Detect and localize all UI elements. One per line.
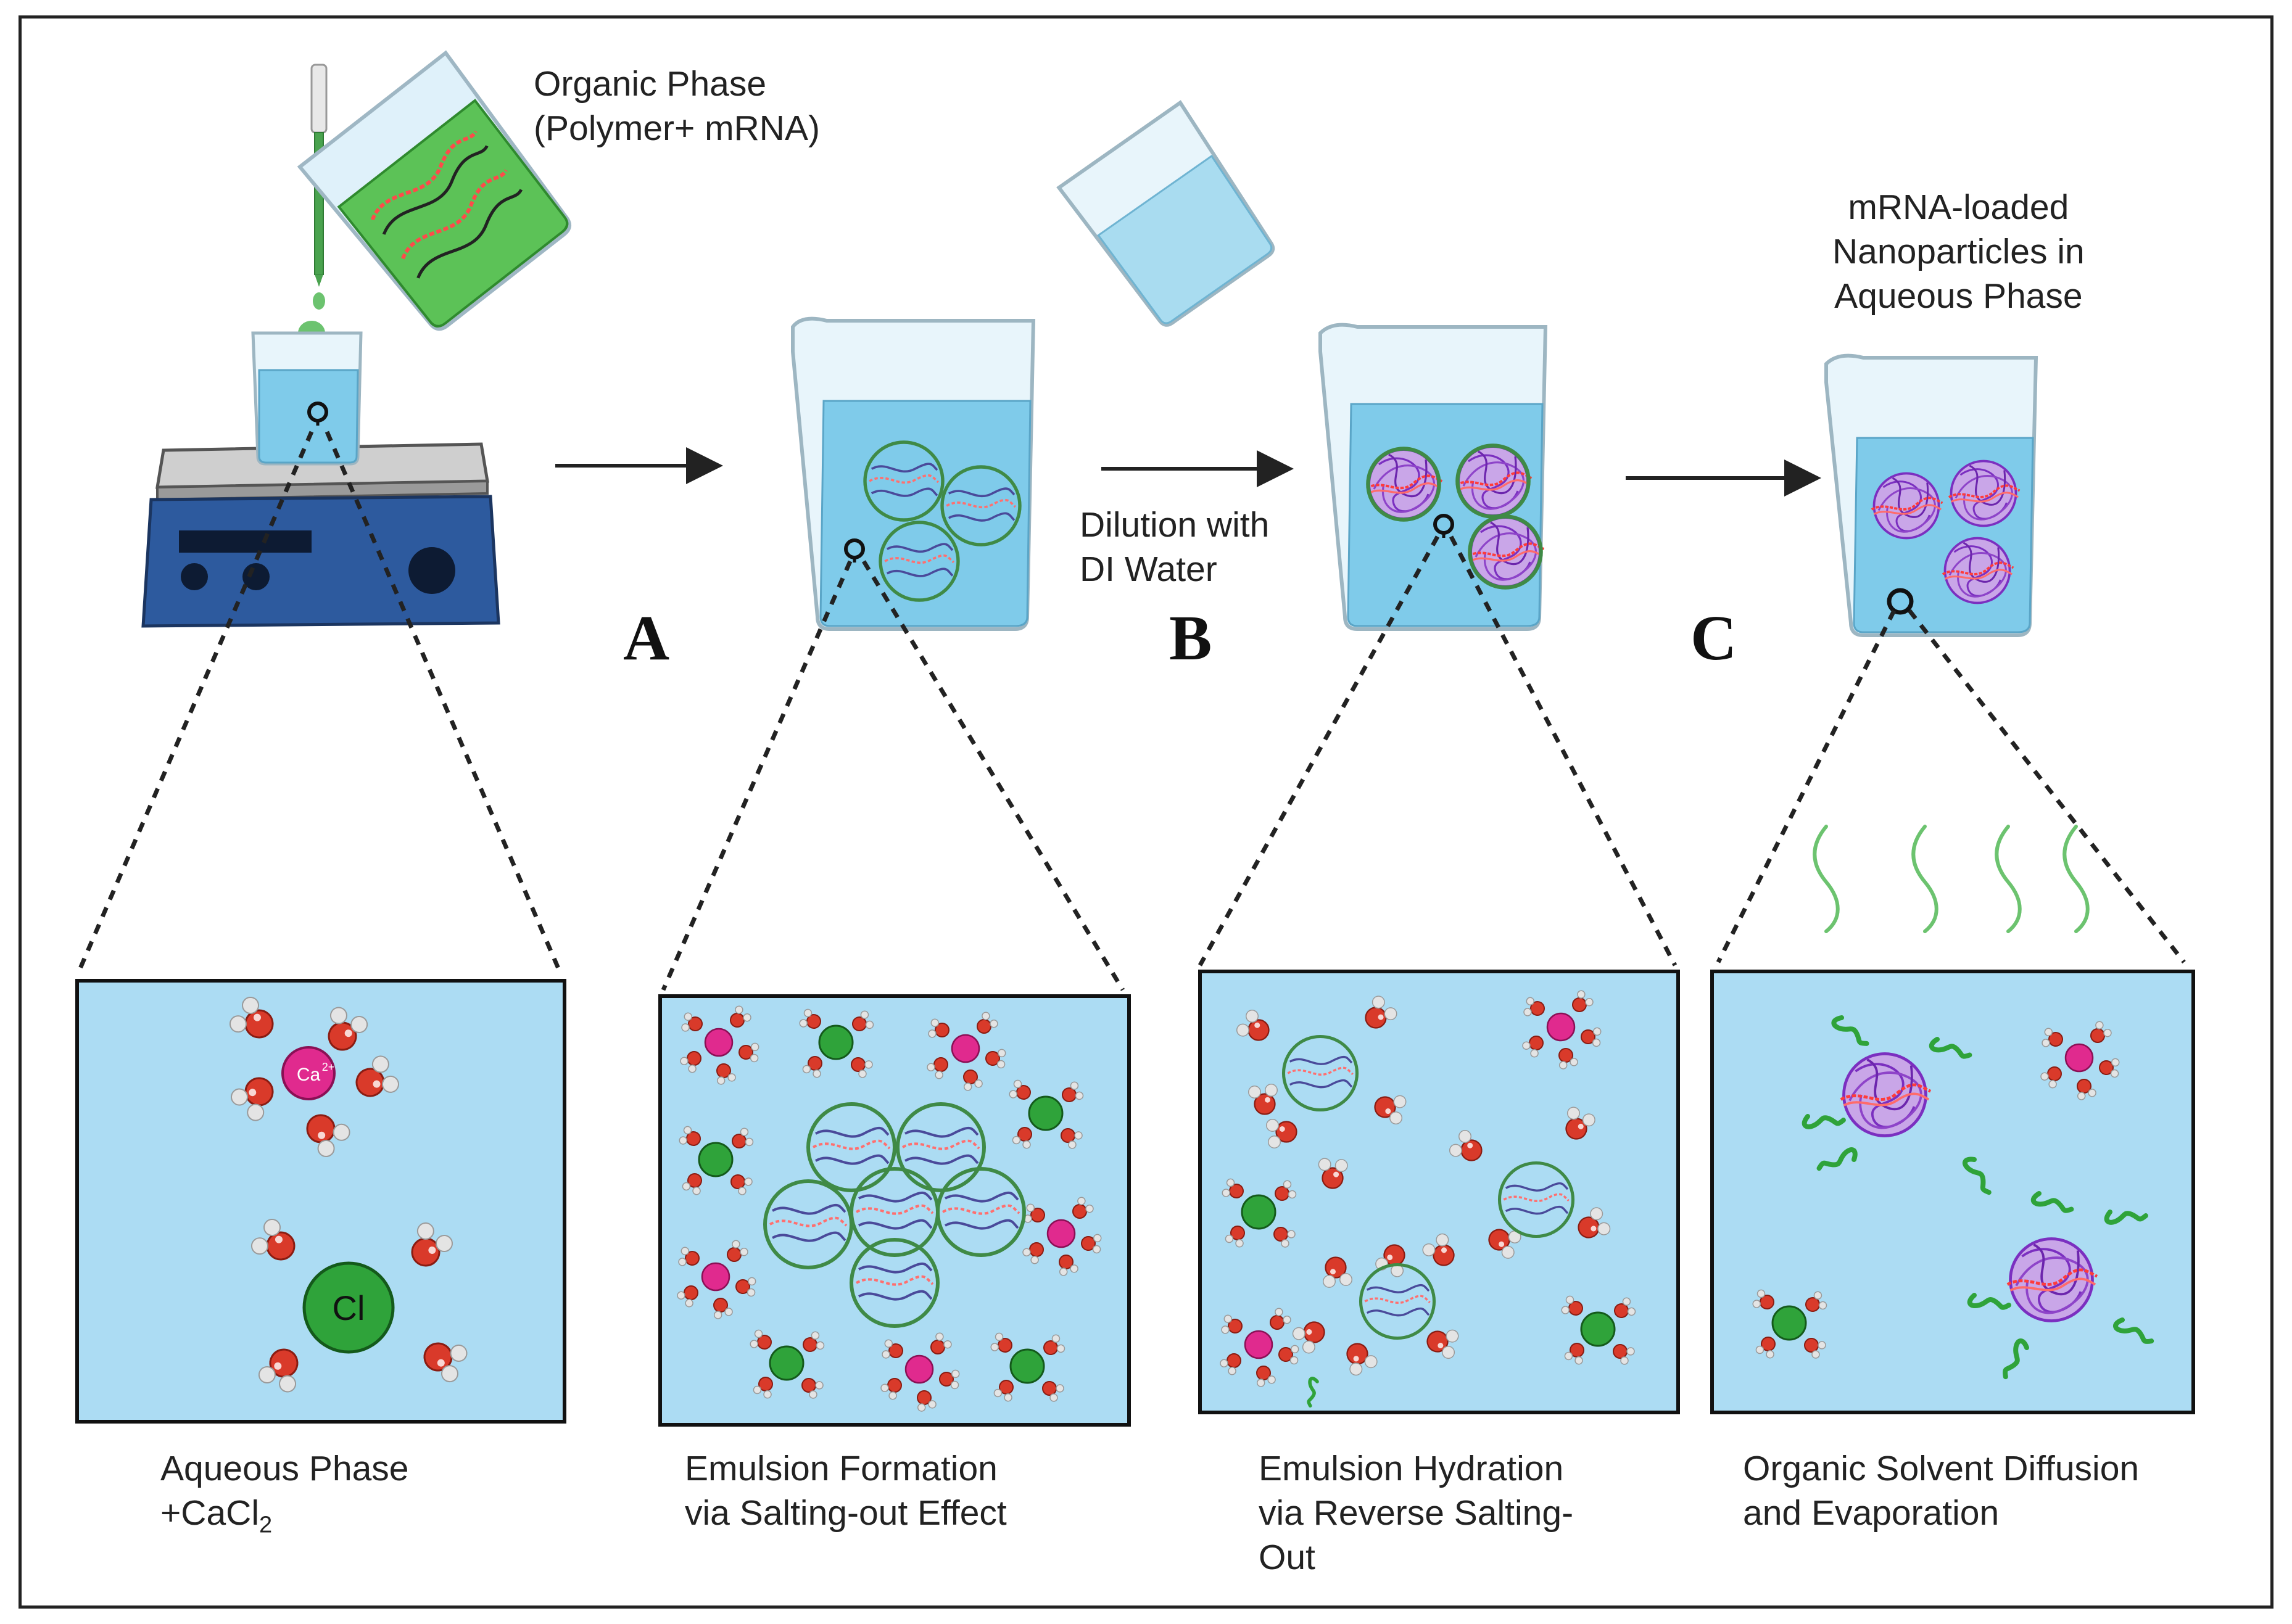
calcium-hydrated [224, 993, 402, 1161]
organic-phase-label: Organic Phase (Polymer+ mRNA) [534, 64, 820, 148]
figure-frame [19, 15, 2273, 1609]
dilution-label: Dilution with DI Water [1080, 505, 1270, 589]
hydration-beaker [1318, 323, 1548, 631]
zoom-lines [78, 431, 2186, 991]
panel-emulsion-formation [658, 994, 1131, 1427]
magnetic-stirrer [141, 442, 500, 628]
caption-aqueous-phase: Aqueous Phase +CaCl2 [160, 1446, 408, 1547]
caption-emulsion-hydration: Emulsion Hydration via Reverse Salting- … [1259, 1449, 1574, 1577]
step-a-label: A [623, 603, 670, 674]
caption-aqueous-phase-line1: Aqueous Phase [160, 1449, 409, 1488]
caption-cacl-subscript: 2 [259, 1512, 273, 1538]
panel-emulsion-hydration [1198, 970, 1680, 1414]
water-beaker-tilted [1056, 100, 1275, 327]
stirring-beaker [251, 331, 363, 466]
step-c-label: C [1690, 603, 1737, 674]
ion-labels: Ca 2+ Cl [297, 1061, 365, 1327]
evaporation-lines [1813, 825, 2090, 933]
calcium-charge-label: 2+ [322, 1061, 335, 1073]
calcium-label: Ca [297, 1065, 321, 1085]
organic-phase-beaker [297, 50, 571, 331]
caption-cacl-prefix: +CaCl [160, 1493, 259, 1533]
panel-solvent-evaporation [1710, 970, 2195, 1414]
panel-aqueous-phase [75, 979, 566, 1424]
caption-aqueous-phase-line2: +CaCl2 [160, 1491, 408, 1547]
nanoparticles-label: mRNA-loaded Nanoparticles in Aqueous Pha… [1832, 188, 2085, 316]
nanoparticle-beaker [1824, 353, 2038, 637]
caption-emulsion-formation: Emulsion Formation via Salting-out Effec… [685, 1449, 1007, 1533]
chloride-label: Cl [333, 1288, 365, 1327]
step-b-label: B [1169, 603, 1212, 674]
chloride-hydrated [246, 1215, 473, 1398]
pipette [298, 64, 328, 345]
emulsion-beaker [791, 316, 1036, 631]
caption-solvent-diffusion: Organic Solvent Diffusion and Evaporatio… [1743, 1449, 2140, 1533]
